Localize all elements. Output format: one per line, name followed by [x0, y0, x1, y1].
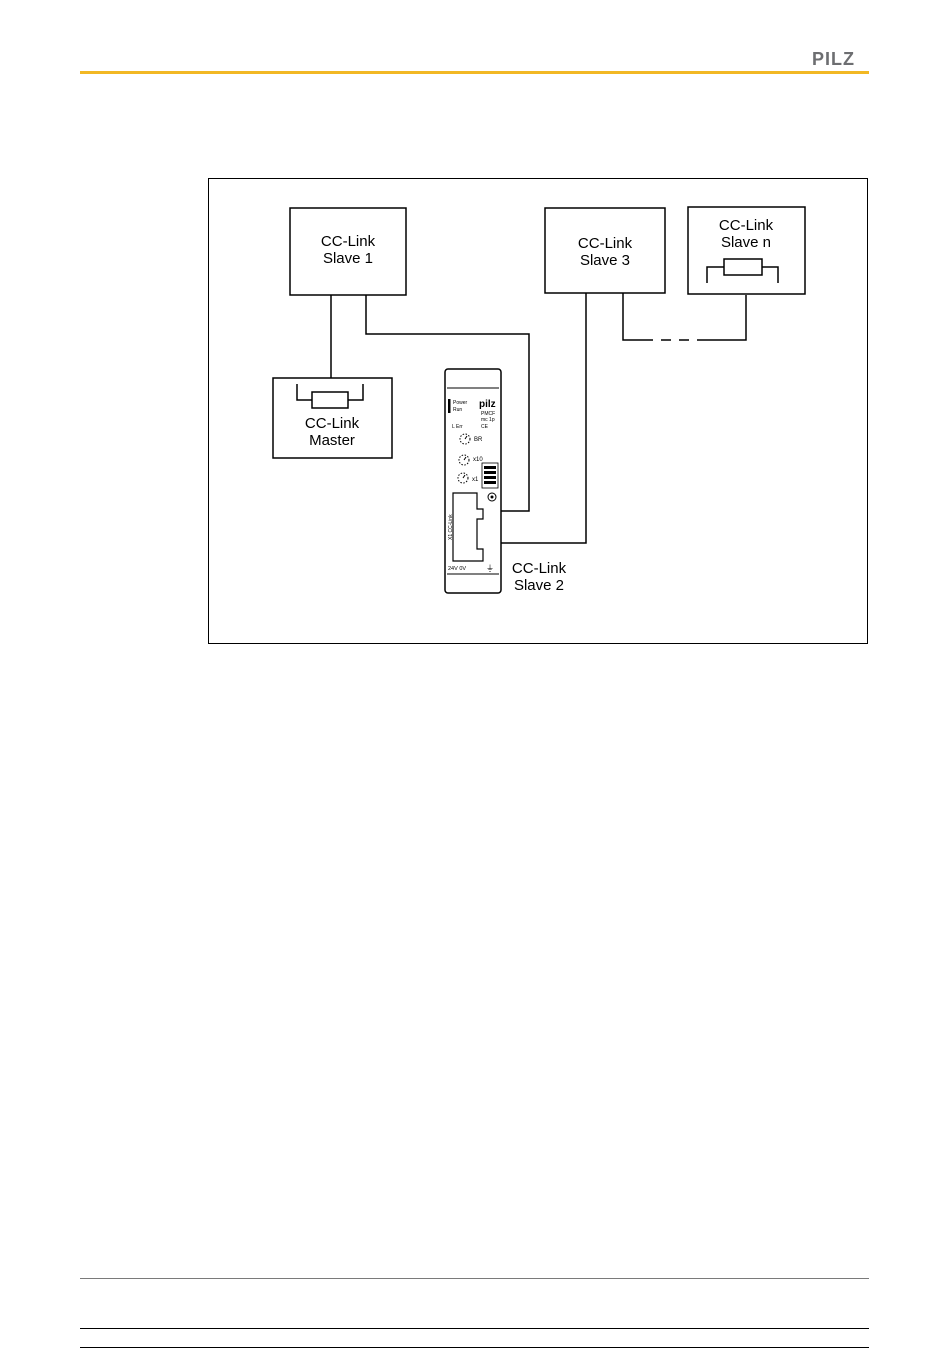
slaven-label-line1: CC-Link	[719, 217, 774, 234]
terminating-resistor-icon	[312, 392, 348, 408]
led-bar-icon	[448, 399, 451, 413]
wire-slaven-in	[707, 295, 746, 340]
rotary-switch-x10-icon	[459, 455, 469, 465]
logo-text: PILZ	[812, 50, 855, 68]
led-label-run: Run	[453, 407, 462, 413]
slave2-device-module: Power Run L Err pilz PMCF mc 1p CE BR x1…	[445, 369, 501, 593]
slaven-node: CC-Link Slave n	[688, 207, 805, 294]
footer-rule-lower	[80, 1347, 869, 1348]
switch-label-br: BR	[474, 437, 483, 443]
slaven-label-line2: Slave n	[721, 234, 771, 251]
dip-switch-icon	[482, 463, 498, 488]
master-label-line2: Master	[309, 432, 355, 449]
device-model-line2: mc 1p	[481, 417, 495, 423]
footer-rule-middle	[80, 1328, 869, 1329]
network-diagram-frame: CC-Link Slave 1 CC-Link Master CC-Link S…	[208, 178, 868, 644]
slave3-node: CC-Link Slave 3	[545, 208, 665, 293]
master-label-line1: CC-Link	[305, 415, 360, 432]
cc-link-network-diagram: CC-Link Slave 1 CC-Link Master CC-Link S…	[209, 179, 869, 645]
master-node: CC-Link Master	[273, 378, 392, 458]
led-label-err: L Err	[452, 424, 463, 430]
connector-label: X1 CC-Link	[448, 514, 454, 540]
slave3-label-line2: Slave 3	[580, 252, 630, 269]
switch-label-x10: x10	[473, 457, 483, 463]
slave2-label-line2: Slave 2	[514, 577, 564, 594]
slave1-node: CC-Link Slave 1	[290, 208, 406, 295]
led-label-power: Power	[453, 400, 468, 406]
terminating-resistor-icon	[724, 259, 762, 275]
rotary-switch-br-icon	[460, 434, 470, 444]
switch-label-x1: x1	[472, 477, 479, 483]
power-terminal-label: 24V 0V	[448, 566, 466, 572]
slave1-label-line1: CC-Link	[321, 233, 376, 250]
slave1-label-line2: Slave 1	[323, 250, 373, 267]
wiring	[331, 293, 746, 543]
device-ce-mark: CE	[481, 424, 489, 430]
ground-icon: ⏚	[486, 564, 494, 573]
slave2-label-line1: CC-Link	[512, 560, 567, 577]
pilz-logo: PILZ	[812, 50, 872, 68]
rotary-switch-x1-icon	[458, 473, 468, 483]
footer-rule-upper	[80, 1278, 869, 1279]
device-brand: pilz	[479, 399, 496, 410]
header-accent-rule	[80, 71, 869, 74]
status-indicator-icon	[488, 493, 496, 501]
slave3-label-line1: CC-Link	[578, 235, 633, 252]
wire-slave3-out	[623, 293, 643, 340]
